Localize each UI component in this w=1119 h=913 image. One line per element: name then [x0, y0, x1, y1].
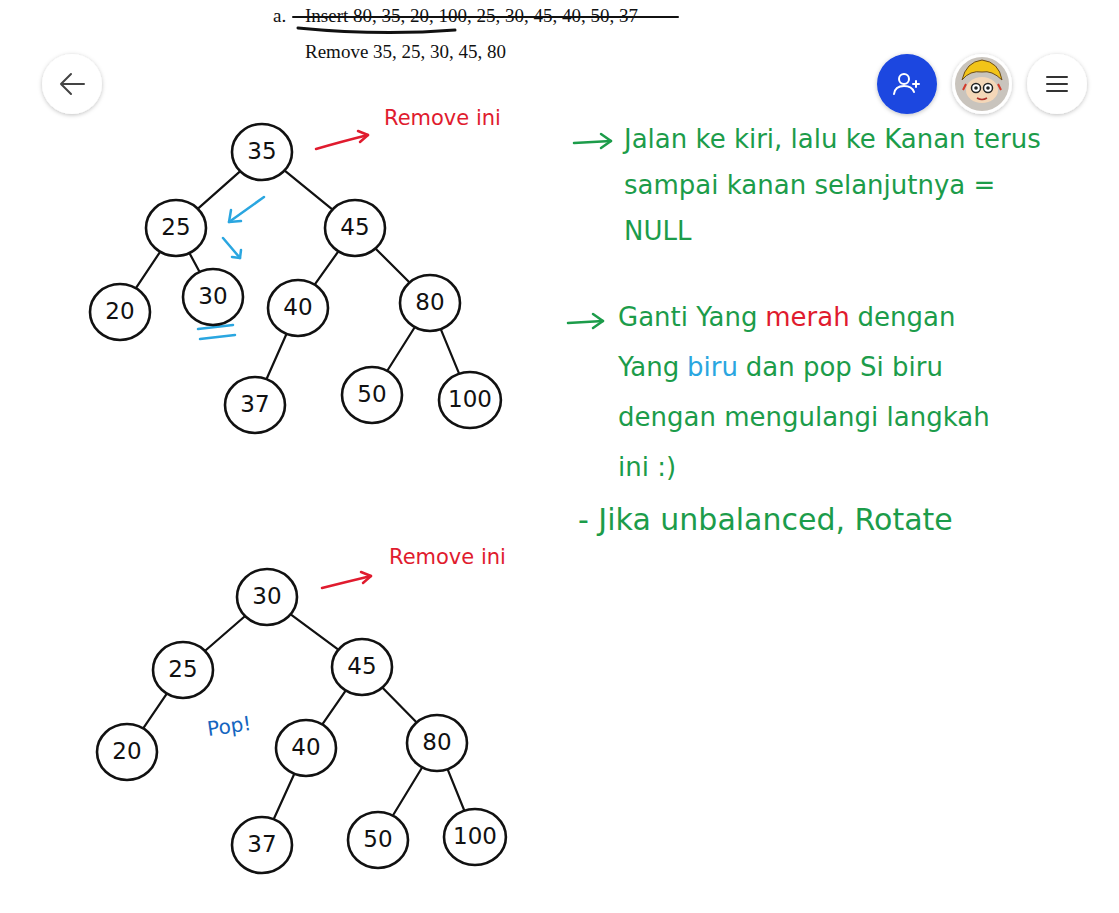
remove-note: Remove ini [384, 106, 501, 130]
pop-note: Pop! [206, 711, 253, 741]
tree-link [383, 688, 416, 721]
tree-link [448, 770, 464, 810]
node-key: 25 [161, 215, 190, 240]
tree-link [323, 691, 345, 723]
tree-link [376, 249, 409, 282]
tree-link [393, 768, 421, 815]
node-key: 30 [198, 284, 227, 309]
menu-button [1027, 54, 1087, 114]
instruction: Remove 35, 25, 30, 45, 80 [305, 41, 506, 62]
highlight-red: merah [765, 302, 849, 332]
node-key: 30 [252, 584, 281, 609]
tree-node: 45 [330, 637, 394, 697]
note-block: Ganti Yangmerahdengan Yangbirudan pop Si… [618, 292, 1018, 492]
tree-link [136, 253, 159, 288]
node-key: 50 [363, 827, 392, 852]
tree-link [206, 617, 245, 651]
green-arrow [568, 134, 611, 328]
node-key: 50 [357, 382, 386, 407]
step-note: Jalan ke kiri, lalu ke Kanan terus sampa… [624, 124, 1041, 246]
node-key: 100 [453, 824, 497, 849]
tree-node: 30 [235, 567, 299, 627]
struck-instruction-box: Insert 80, 35, 20, 100, 25, 30, 45, 40, … [305, 5, 638, 28]
step-note: Ganti Yang [618, 302, 757, 332]
remove-note-box: Remove ini [389, 545, 506, 570]
avatar [952, 54, 1012, 114]
node-key: 45 [340, 215, 369, 240]
tree-node: 80 [398, 273, 462, 333]
tree-node: 50 [340, 365, 404, 425]
node-key: 35 [247, 139, 276, 164]
tree-node: 100 [437, 370, 503, 430]
remove-note: Remove ini [389, 545, 506, 569]
tree-link [388, 328, 415, 370]
node-key: 25 [168, 657, 197, 682]
tree-node: 40 [274, 718, 338, 778]
node-key: 80 [415, 290, 444, 315]
node-key: 40 [291, 735, 320, 760]
tree-link [144, 694, 167, 727]
tree-link [274, 775, 294, 819]
tree-node: 25 [144, 198, 208, 258]
tree-node: 30 [181, 267, 245, 327]
node-key: 37 [247, 832, 276, 857]
node-key: 40 [283, 295, 312, 320]
add-user-button [877, 54, 937, 114]
item-marker-box: a. [273, 5, 286, 28]
tree-node: 37 [223, 375, 287, 435]
node-key: 20 [105, 299, 134, 324]
pop-note-box: Pop! [206, 711, 253, 741]
node-key: 100 [448, 387, 492, 412]
struck-instruction: Insert 80, 35, 20, 100, 25, 30, 45, 40, … [305, 5, 638, 26]
tree-node: 50 [346, 810, 410, 870]
tree-node: 37 [230, 815, 294, 875]
tree-node: 40 [266, 278, 330, 338]
node-key: 37 [240, 392, 269, 417]
tree-link [285, 171, 331, 209]
tree-node: 35 [230, 122, 294, 182]
tree-link [267, 335, 286, 378]
tree-link [199, 172, 240, 208]
remove-note-box: Remove ini [384, 106, 501, 131]
back-button [42, 54, 102, 114]
tree-link [190, 254, 199, 271]
tree-link [315, 252, 338, 284]
highlight-blue: biru [687, 352, 738, 382]
tree-link [291, 615, 337, 649]
node-key: 20 [112, 739, 141, 764]
item-marker: a. [273, 5, 286, 26]
tree-node: 45 [323, 198, 387, 258]
step-note: - Jika unbalanced, Rotate [578, 502, 953, 537]
tree-node: 80 [405, 713, 469, 773]
step-note-box: - Jika unbalanced, Rotate [578, 502, 953, 538]
node-key: 80 [422, 730, 451, 755]
instruction-box: Remove 35, 25, 30, 45, 80 [305, 41, 506, 64]
tree-link [441, 330, 459, 373]
tree-node: 20 [95, 722, 159, 782]
step-note-box: Jalan ke kiri, lalu ke Kanan terus sampa… [624, 116, 1044, 254]
tree-node: 25 [151, 640, 215, 700]
tree-node: 20 [88, 282, 152, 342]
node-key: 45 [347, 654, 376, 679]
tree-node: 100 [442, 807, 508, 867]
